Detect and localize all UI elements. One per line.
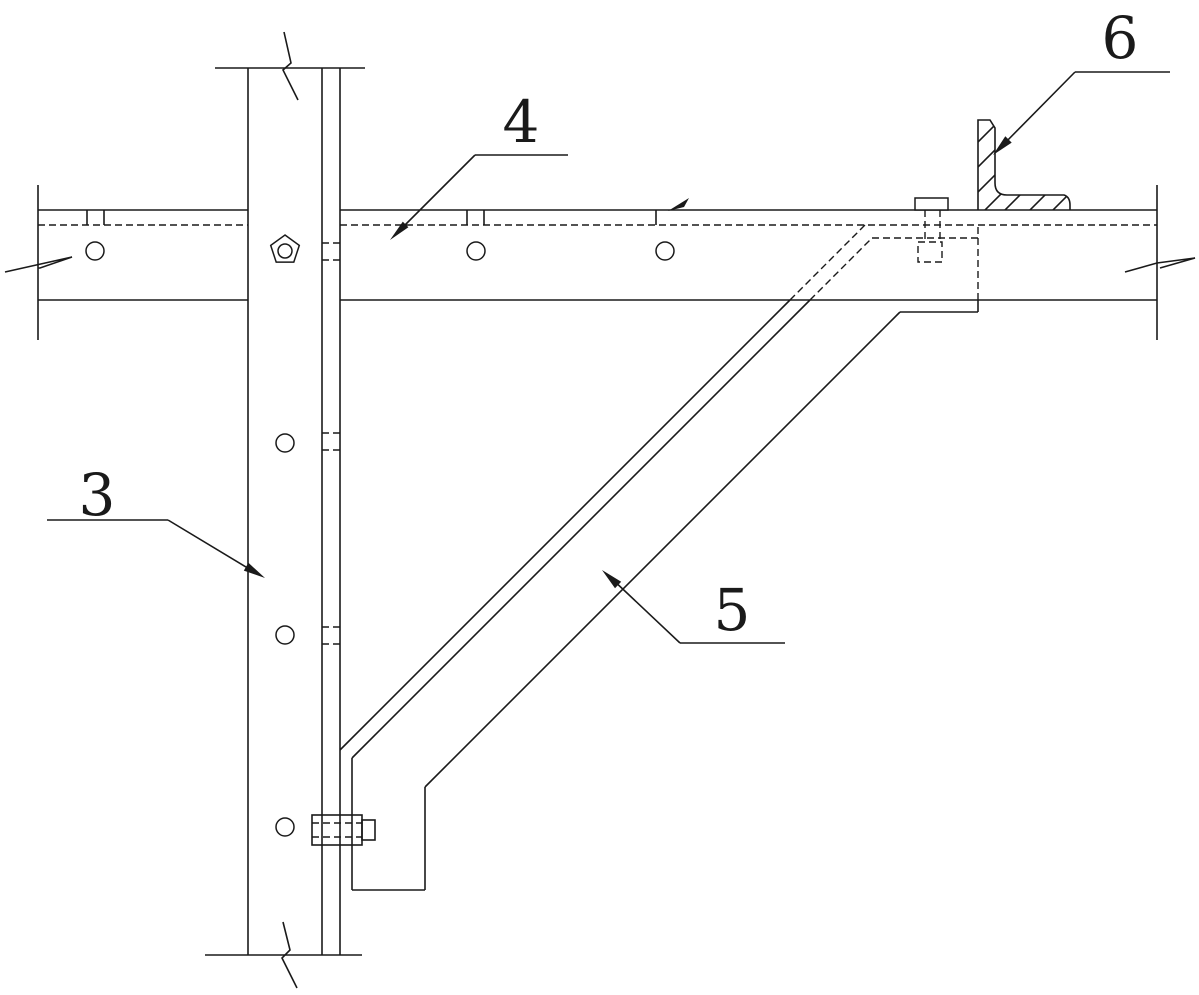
beam-hole [466,241,486,261]
leader-4-arrow-icon [390,221,409,240]
beam-hole [655,241,675,261]
angle-hatch [978,120,1070,210]
leader-3-line [167,519,257,574]
label-5: 5 [714,576,751,644]
leader-3: 3 [47,461,265,578]
post [205,31,365,989]
label-6: 6 [1102,4,1139,72]
brace-inner-edge-2 [351,299,811,759]
weld-arrow-icon [668,198,689,211]
leader-5-line [609,576,681,644]
label-3: 3 [79,461,116,529]
label-4: 4 [503,88,540,156]
bottom-bolt-head [311,814,363,846]
post-hole [275,433,295,453]
leader-5-arrow-icon [602,570,622,589]
bottom-bolt [311,814,376,846]
post-hole [275,817,295,837]
beam-hole [85,241,105,261]
angle-outline [977,119,1071,210]
brace-inner-edge-hidden [789,224,866,301]
bottom-bolt-nut [361,819,376,841]
beam [4,185,1196,340]
leader-6-arrow-icon [993,136,1012,155]
brace-outer-edge [424,311,901,788]
top-bolt-head [914,197,949,211]
pentagon-bolt-hole [277,243,293,259]
top-bolt [914,197,949,263]
beam-right-break-mark [1124,257,1196,273]
post-bottom-break-mark [281,921,298,989]
top-bolt-nut [917,241,943,263]
leader-6: 6 [993,4,1170,155]
hatch-line [1024,189,1051,210]
leader-6-line [999,71,1076,149]
brace-inner-edge-2-hidden [809,237,873,301]
leader-4: 4 [390,88,568,240]
post-top-break-mark [282,31,299,101]
brace-inner-edge [339,299,791,751]
brace [339,224,979,891]
leader-3-arrow-icon [243,562,265,578]
beam-left-break-mark [4,256,73,273]
angle-steel [977,119,1071,210]
leader-5: 5 [602,570,785,644]
post-hole [275,625,295,645]
leader-4-line [397,154,476,233]
